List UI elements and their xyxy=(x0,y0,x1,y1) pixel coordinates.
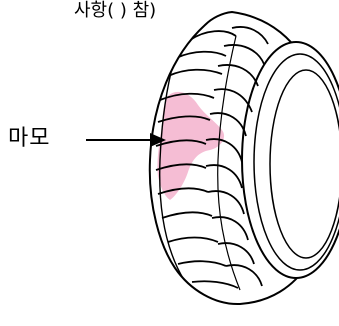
sidewall-ring-outer xyxy=(242,42,339,278)
wear-label: 마모 xyxy=(8,120,50,152)
header-fragment-text: 사항( ) 참) xyxy=(74,0,156,22)
wear-area-highlight xyxy=(157,92,224,200)
